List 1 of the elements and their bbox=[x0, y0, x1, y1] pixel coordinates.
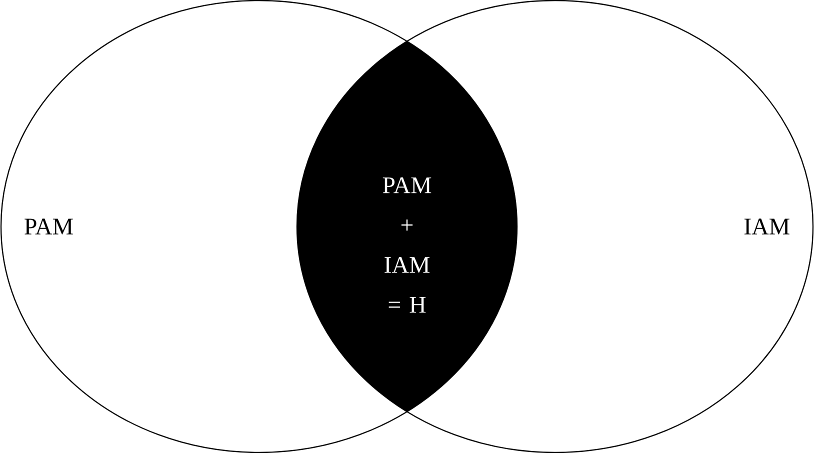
overlap-region: PAM + IAM = H bbox=[382, 177, 432, 313]
